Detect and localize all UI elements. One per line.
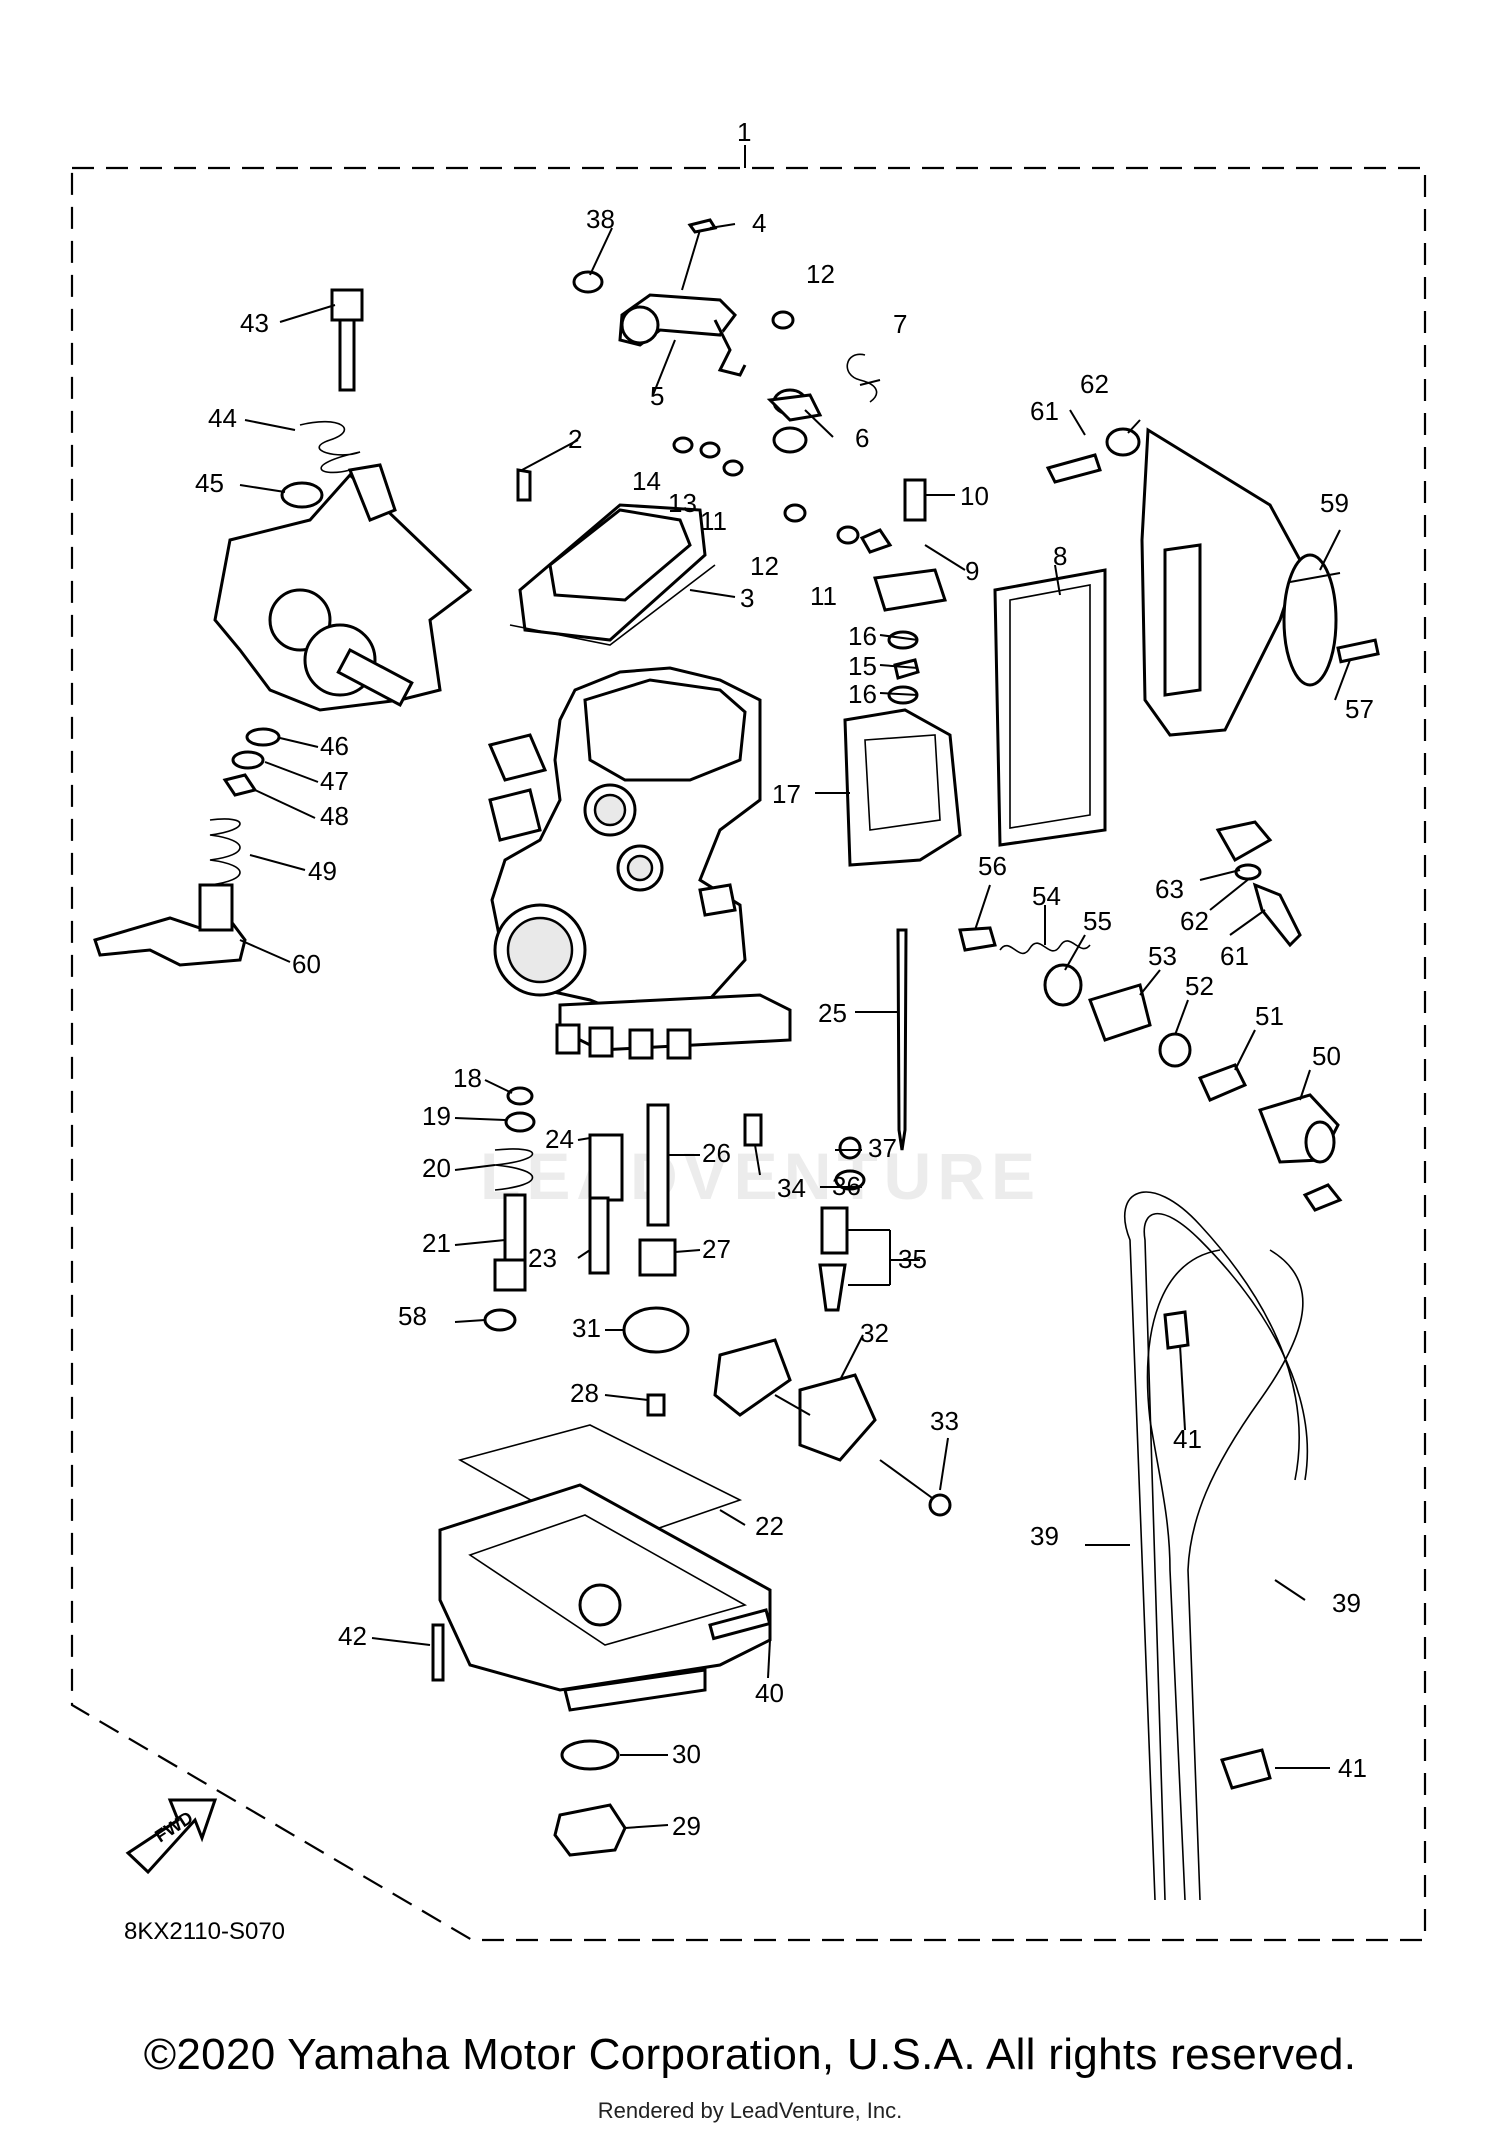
vent-hoses bbox=[1124, 1191, 1309, 1901]
callout: 52 bbox=[1185, 971, 1214, 1001]
callout: 54 bbox=[1032, 881, 1061, 911]
callout: 24 bbox=[545, 1124, 574, 1154]
leader-lines bbox=[239, 223, 1351, 1829]
callout: 51 bbox=[1255, 1001, 1284, 1031]
callout: 12 bbox=[806, 259, 835, 289]
callout: 57 bbox=[1345, 694, 1374, 724]
callout: 12 bbox=[750, 551, 779, 581]
jet-needle bbox=[896, 928, 908, 1151]
callout: 61 bbox=[1030, 396, 1059, 426]
callout: 42 bbox=[338, 1621, 367, 1651]
callout: 22 bbox=[755, 1511, 784, 1541]
callout: 4 bbox=[752, 208, 766, 238]
top-cover bbox=[509, 503, 716, 646]
throttle-pulley-assembly bbox=[213, 288, 473, 712]
callout: 41 bbox=[1173, 1424, 1202, 1454]
callout: 25 bbox=[818, 998, 847, 1028]
callout: 63 bbox=[1155, 874, 1184, 904]
callout: 40 bbox=[755, 1678, 784, 1708]
callout: 55 bbox=[1083, 906, 1112, 936]
callout: 3 bbox=[740, 583, 754, 613]
diagram-code: 8KX2110-S070 bbox=[124, 1918, 286, 1945]
assembly-boundary bbox=[70, 166, 1427, 1942]
callout: 5 bbox=[650, 381, 664, 411]
callout: 49 bbox=[308, 856, 337, 886]
callout: 14 bbox=[632, 466, 661, 496]
callout: 61 bbox=[1220, 941, 1249, 971]
callout: 44 bbox=[208, 403, 237, 433]
callout: 7 bbox=[893, 309, 907, 339]
callout: 46 bbox=[320, 731, 349, 761]
callout: 10 bbox=[960, 481, 989, 511]
callout: 6 bbox=[855, 423, 869, 453]
callout: 43 bbox=[240, 308, 269, 338]
callout: 48 bbox=[320, 801, 349, 831]
bowl-screw bbox=[431, 1623, 445, 1682]
callout: 33 bbox=[930, 1406, 959, 1436]
callout: 28 bbox=[570, 1378, 599, 1408]
callout: 37 bbox=[868, 1133, 897, 1163]
drain-seal bbox=[560, 1739, 620, 1771]
callout: 53 bbox=[1148, 941, 1177, 971]
throttle-bracket bbox=[572, 218, 747, 377]
callout: 16 bbox=[848, 679, 877, 709]
callout: 8 bbox=[1053, 541, 1067, 571]
rendered-by-credit: Rendered by LeadVenture, Inc. bbox=[597, 2098, 903, 2123]
callout: 41 bbox=[1338, 1753, 1367, 1783]
watermark: LEADVENTURE bbox=[480, 1139, 1042, 1213]
callout: 59 bbox=[1320, 488, 1349, 518]
callout: 31 bbox=[572, 1313, 601, 1343]
callout: 18 bbox=[453, 1063, 482, 1093]
callout: 39 bbox=[1332, 1588, 1361, 1618]
callout: 11 bbox=[700, 506, 727, 536]
callout: 50 bbox=[1312, 1041, 1341, 1071]
choke-stack bbox=[209, 727, 281, 886]
callout: 30 bbox=[672, 1739, 701, 1769]
callout: 13 bbox=[668, 488, 697, 518]
callout: 19 bbox=[422, 1101, 451, 1131]
callout: 2 bbox=[568, 424, 582, 454]
callout: 26 bbox=[702, 1138, 731, 1168]
callout: 62 bbox=[1180, 906, 1209, 936]
callout: 1 bbox=[737, 117, 751, 147]
drain-plug bbox=[553, 1803, 627, 1857]
copyright-notice: ©2020 Yamaha Motor Corporation, U.S.A. A… bbox=[143, 2030, 1357, 2079]
callout: 27 bbox=[702, 1234, 731, 1264]
callout: 32 bbox=[860, 1318, 889, 1348]
callout: 16 bbox=[848, 621, 877, 651]
callout: 39 bbox=[1030, 1521, 1059, 1551]
callout: 17 bbox=[772, 779, 801, 809]
callout: 35 bbox=[898, 1244, 927, 1274]
callout: 38 bbox=[586, 204, 615, 234]
callout: 56 bbox=[978, 851, 1007, 881]
callout: 29 bbox=[672, 1811, 701, 1841]
callout: 62 bbox=[1080, 369, 1109, 399]
callout: 58 bbox=[398, 1301, 427, 1331]
callout: 60 bbox=[292, 949, 321, 979]
throttle-link-parts bbox=[516, 310, 947, 612]
callout: 15 bbox=[848, 651, 877, 681]
float-assembly bbox=[713, 1338, 952, 1517]
pump-cover-17 bbox=[843, 708, 962, 867]
callout: 11 bbox=[810, 581, 837, 611]
carburetor-body bbox=[487, 666, 792, 1060]
callout: 36 bbox=[832, 1171, 861, 1201]
callout: 47 bbox=[320, 766, 349, 796]
float-bowl bbox=[438, 1424, 772, 1712]
callout-labels: 1 2 3 4 5 6 7 8 9 10 11 11 12 12 13 14 1… bbox=[195, 117, 1374, 1841]
adjust-screws bbox=[1045, 427, 1380, 948]
callout: 20 bbox=[422, 1153, 451, 1183]
choke-plunger bbox=[93, 883, 247, 967]
callout: 21 bbox=[422, 1228, 451, 1258]
accelerator-pump-housing bbox=[993, 427, 1343, 1212]
callout: 9 bbox=[965, 556, 979, 586]
callout: 45 bbox=[195, 468, 224, 498]
forward-arrow-icon bbox=[125, 1798, 218, 1875]
callout: 34 bbox=[777, 1173, 806, 1203]
callout: 23 bbox=[528, 1243, 557, 1273]
